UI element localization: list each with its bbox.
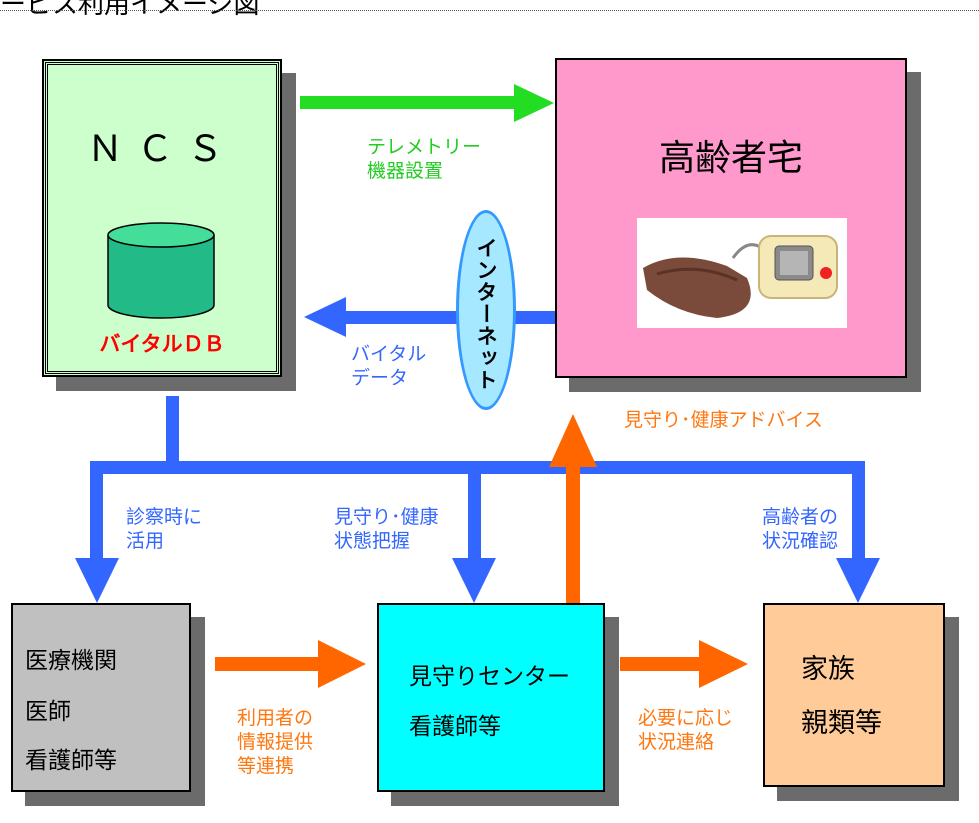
distribution-arrows — [75, 396, 880, 603]
telemetry-device-image — [637, 218, 847, 328]
center-line2: 看護師等 — [409, 714, 501, 740]
elderly-home-title: 高齢者宅 — [658, 138, 803, 179]
diagnosis-use-label: 診察時に 活用 — [126, 506, 203, 552]
vital-data-label: バイタル データ — [351, 343, 427, 389]
telemetry-label: テレメトリー 機器設置 — [367, 136, 482, 182]
vital-data-arrow — [304, 297, 555, 337]
medical-line1: 医療機関 — [25, 648, 117, 674]
ncs-title: ＮＣＳ — [86, 129, 237, 170]
contact-label: 必要に応じ 状況連絡 — [638, 707, 734, 753]
family-box: 家族 親類等 — [763, 603, 945, 787]
database-icon — [107, 222, 215, 319]
elderly-status-label: 高齢者の 状況確認 — [762, 506, 839, 552]
medical-line3: 看護師等 — [25, 748, 117, 774]
elderly-home-box: 高齢者宅 — [555, 58, 907, 378]
header-divider — [0, 10, 979, 11]
watch-center-box: 見守りセンター 看護師等 — [377, 603, 605, 792]
user-info-arrow — [215, 640, 366, 688]
telemetry-arrow — [300, 84, 554, 122]
family-line1: 家族 — [801, 654, 855, 685]
watch-health-label: 見守り･健康 状態把握 — [334, 506, 439, 552]
family-line2: 親類等 — [801, 708, 882, 739]
advice-arrow — [549, 414, 597, 604]
internet-ellipse: インターネット — [456, 210, 516, 410]
monitor-device-icon — [643, 235, 838, 318]
internet-label: インターネット — [474, 237, 498, 391]
center-line1: 見守りセンター — [409, 664, 570, 690]
watch-advice-label: 見守り･健康アドバイス — [624, 409, 823, 431]
vital-db-label: バイタルＤＢ — [99, 332, 225, 356]
ncs-box: ＮＣＳ バイタルＤＢ — [42, 59, 282, 377]
user-info-label: 利用者の 情報提供 等連携 — [237, 707, 314, 777]
contact-arrow — [620, 640, 748, 688]
medical-institution-box: 医療機関 医師 看護師等 — [11, 603, 191, 792]
medical-line2: 医師 — [25, 699, 71, 725]
